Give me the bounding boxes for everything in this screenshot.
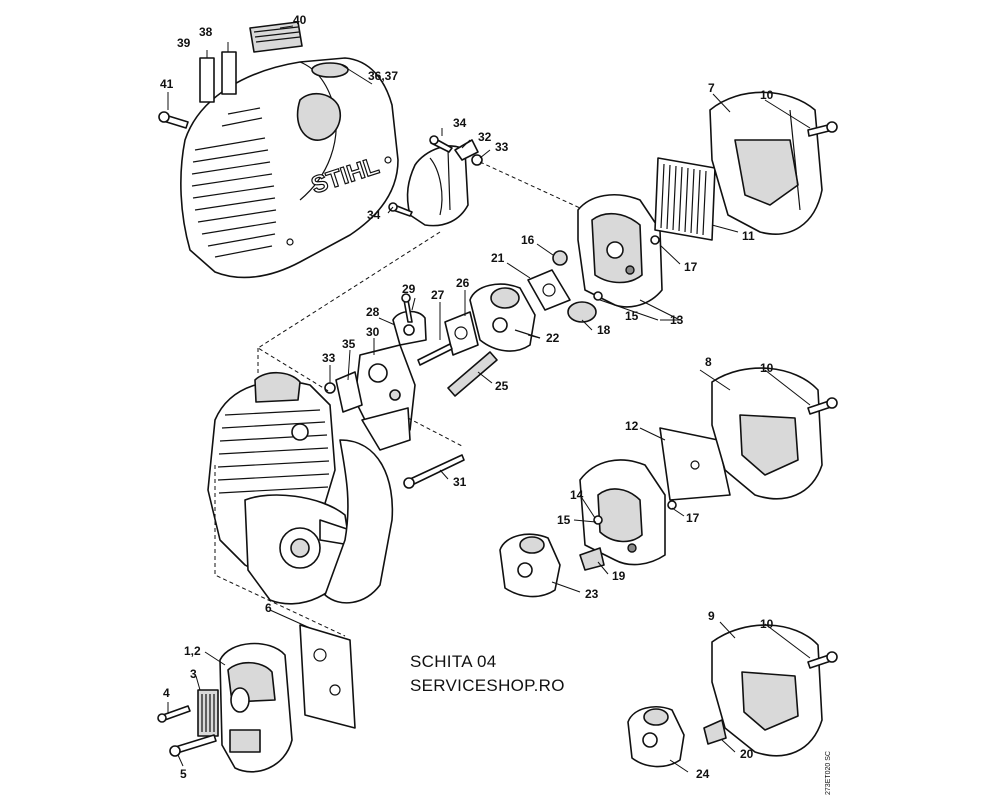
label-31: 31 <box>453 475 467 489</box>
filter-cover-7 <box>709 91 823 235</box>
label-41: 41 <box>160 77 174 91</box>
screw-34-top <box>429 135 453 153</box>
label-1-2: 1,2 <box>184 644 201 658</box>
gasket-6 <box>299 624 356 729</box>
manifold-30 <box>354 344 416 451</box>
engine-block <box>207 371 353 605</box>
label-25: 25 <box>495 379 509 393</box>
part-number-labels: 40 38 39 41 36,37 34 32 33 34 7 10 11 16… <box>160 13 774 781</box>
label-13: 13 <box>670 313 684 327</box>
muffler <box>219 642 293 773</box>
label-34-top: 34 <box>453 116 467 130</box>
label-12: 12 <box>625 419 639 433</box>
screw-10-mid <box>807 397 838 415</box>
choke-knob-19 <box>579 547 605 571</box>
label-20: 20 <box>740 747 754 761</box>
nut-33-side <box>324 382 336 394</box>
label-plate-38 <box>221 51 237 95</box>
seal-17-mid <box>667 500 677 510</box>
carburetor-24 <box>627 706 685 768</box>
filter-base-13 <box>577 194 663 308</box>
label-18: 18 <box>597 323 611 337</box>
label-17-top: 17 <box>684 260 698 274</box>
label-38: 38 <box>199 25 213 39</box>
air-filter-11 <box>654 157 716 241</box>
label-10-mid: 10 <box>760 361 774 375</box>
label-28: 28 <box>366 305 380 319</box>
label-23: 23 <box>585 587 599 601</box>
label-15-top: 15 <box>625 309 639 323</box>
choke-knob-20 <box>703 719 727 745</box>
label-14: 14 <box>570 488 584 502</box>
washer-15-mid <box>593 515 603 525</box>
label-6: 6 <box>265 601 272 615</box>
screw-41 <box>158 111 189 129</box>
screw-5 <box>169 734 217 757</box>
gasket-26 <box>444 311 479 356</box>
label-33-top: 33 <box>495 140 509 154</box>
fan-housing <box>324 439 394 604</box>
label-33-side: 33 <box>322 351 336 365</box>
screw-27 <box>417 343 453 366</box>
label-11: 11 <box>742 229 755 243</box>
screw-29 <box>401 293 413 323</box>
doc-code: 273ET020 SC <box>825 751 832 795</box>
filter-base-14 <box>579 459 666 566</box>
hood-grille <box>191 107 277 258</box>
intake-flange-28 <box>392 310 427 346</box>
label-36-37: 36,37 <box>368 69 398 83</box>
label-30: 30 <box>366 325 380 339</box>
carburetor-23 <box>499 533 561 598</box>
caption-title: SCHITA 04 <box>410 652 497 671</box>
plug-16 <box>552 250 568 266</box>
label-27: 27 <box>431 288 445 302</box>
label-22: 22 <box>546 331 560 345</box>
label-10-bottom: 10 <box>760 617 774 631</box>
tube-25 <box>447 351 498 397</box>
label-29: 29 <box>402 282 416 296</box>
gasket-21 <box>527 269 571 311</box>
label-19: 19 <box>612 569 626 583</box>
label-3: 3 <box>190 667 197 681</box>
label-21: 21 <box>491 251 505 265</box>
air-intake-bracket <box>406 145 469 227</box>
label-9: 9 <box>708 609 715 623</box>
label-5: 5 <box>180 767 187 781</box>
label-10-top: 10 <box>760 88 774 102</box>
leader-lines <box>167 25 811 773</box>
label-24: 24 <box>696 767 710 781</box>
label-35: 35 <box>342 337 356 351</box>
label-32: 32 <box>478 130 492 144</box>
screw-4 <box>157 705 191 723</box>
seal-17-top <box>650 235 660 245</box>
nut-33-top <box>471 154 483 166</box>
screw-10-top <box>807 121 838 137</box>
label-17-mid: 17 <box>686 511 700 525</box>
label-40: 40 <box>293 13 307 27</box>
caption-site: SERVICESHOP.RO <box>410 676 565 695</box>
label-16: 16 <box>521 233 535 247</box>
label-7: 7 <box>708 81 715 95</box>
filter-cover-9 <box>711 624 823 757</box>
label-34-side: 34 <box>367 208 381 222</box>
label-39: 39 <box>177 36 191 50</box>
screw-10-bottom <box>807 651 838 669</box>
washer-15-top <box>593 291 603 301</box>
bolt-31 <box>403 454 465 489</box>
foam-filter-12 <box>659 427 731 501</box>
engine-hood: STIHL <box>180 57 399 279</box>
filter-cover-8 <box>711 367 823 500</box>
label-plate-39 <box>199 57 215 103</box>
carburetor-22 <box>469 283 541 352</box>
label-4: 4 <box>163 686 170 700</box>
label-26: 26 <box>456 276 470 290</box>
vent-plate-40 <box>249 21 303 53</box>
assembly-lines <box>214 161 581 637</box>
label-15-mid: 15 <box>557 513 571 527</box>
choke-knob-18 <box>567 301 597 323</box>
label-8: 8 <box>705 355 712 369</box>
spark-screen-3 <box>197 689 219 737</box>
